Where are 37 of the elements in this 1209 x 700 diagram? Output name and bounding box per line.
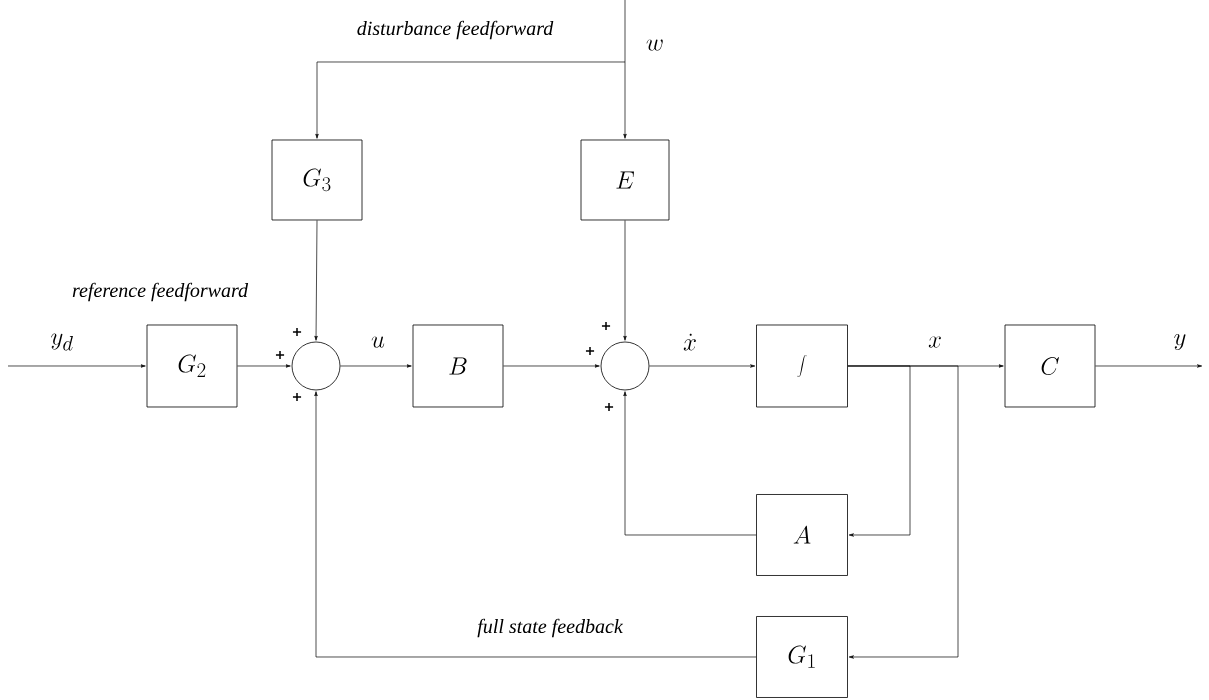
- arrow: [649, 364, 756, 368]
- arrow: [623, 391, 757, 536]
- arrow: [314, 391, 757, 658]
- arrow: [314, 220, 318, 341]
- signal-label: $w$: [644, 38, 666, 52]
- arrow: [847, 365, 959, 659]
- block-box: $G_2$: [146, 324, 238, 408]
- summing-junction: [291, 341, 341, 391]
- signal-label: $y_d$: [49, 332, 75, 352]
- annotation-text: full state feedback: [477, 618, 624, 638]
- arrow: [623, 0, 627, 139]
- annotation-text: disturbance feedforward: [357, 20, 554, 40]
- plus-sign: +: [585, 346, 595, 356]
- arrow: [315, 61, 626, 139]
- block-box: $\int$: [756, 324, 848, 408]
- block-box: $G_3$: [271, 139, 363, 221]
- signal-label: $u$: [370, 335, 386, 349]
- arrow: [7, 364, 146, 368]
- arrow: [340, 364, 412, 368]
- block-box: $G_1$: [756, 616, 848, 698]
- block-box: $E$: [580, 139, 670, 221]
- arrow: [847, 365, 911, 537]
- block-box: $C$: [1004, 324, 1096, 408]
- arrow: [1095, 364, 1203, 368]
- annotation-text: reference feedforward: [72, 282, 249, 302]
- arrow: [237, 364, 291, 368]
- plus-sign: +: [275, 350, 285, 360]
- arrow: [503, 364, 600, 368]
- signal-label: $\dot{x}$: [682, 332, 698, 352]
- summing-junction: [600, 341, 650, 391]
- block-box: $A$: [756, 494, 848, 576]
- block-box: $B$: [412, 324, 504, 408]
- signal-label: $y$: [1172, 333, 1188, 351]
- signal-label: $x$: [927, 335, 943, 349]
- plus-sign: +: [604, 402, 614, 412]
- plus-sign: +: [601, 321, 611, 331]
- arrow: [623, 220, 627, 341]
